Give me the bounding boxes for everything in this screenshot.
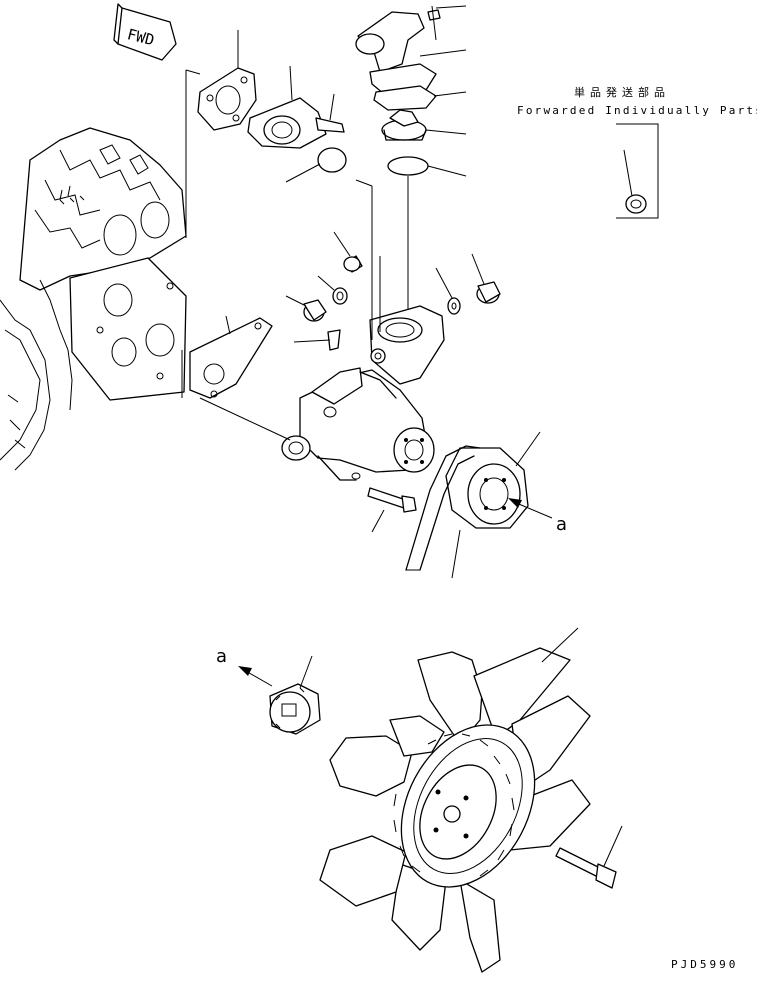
o-ring-illustration bbox=[317, 147, 347, 173]
cooling-fan-illustration bbox=[319, 627, 591, 973]
thermostat-cover-illustration bbox=[355, 5, 467, 95]
individual-parts-box bbox=[616, 123, 659, 219]
pump-gasket-illustration bbox=[189, 317, 273, 399]
water-pump-illustration bbox=[281, 305, 445, 481]
thermostat-o-ring-illustration bbox=[387, 156, 429, 176]
thermostat-housing-left-illustration bbox=[247, 65, 345, 149]
ref-a-top-arrow bbox=[508, 498, 553, 519]
individual-parts-jp-label: 単品発送部品 bbox=[574, 86, 670, 99]
gasket-plate-illustration bbox=[69, 257, 187, 401]
gasket-small-illustration bbox=[197, 30, 257, 131]
pump-bolt-illustration bbox=[367, 487, 417, 533]
thermostat-gasket-illustration bbox=[373, 85, 437, 111]
ref-a-bottom-label: a bbox=[216, 646, 228, 667]
ref-a-top-label: a bbox=[556, 514, 568, 535]
drawing-code: PJD5990 bbox=[671, 958, 739, 971]
fan-spacer-illustration bbox=[269, 655, 321, 735]
ref-a-bottom-arrow bbox=[238, 666, 273, 687]
fan-pulley-illustration bbox=[445, 431, 541, 529]
fan-bolt-illustration bbox=[555, 825, 623, 889]
fwd-arrow-icon: FWD bbox=[113, 3, 177, 61]
v-belt-illustration bbox=[405, 445, 481, 579]
plug-washer-set-illustration bbox=[285, 231, 501, 351]
thermostat-illustration bbox=[381, 109, 467, 141]
individual-parts-en-label: Forwarded Individually Parts bbox=[517, 104, 757, 117]
